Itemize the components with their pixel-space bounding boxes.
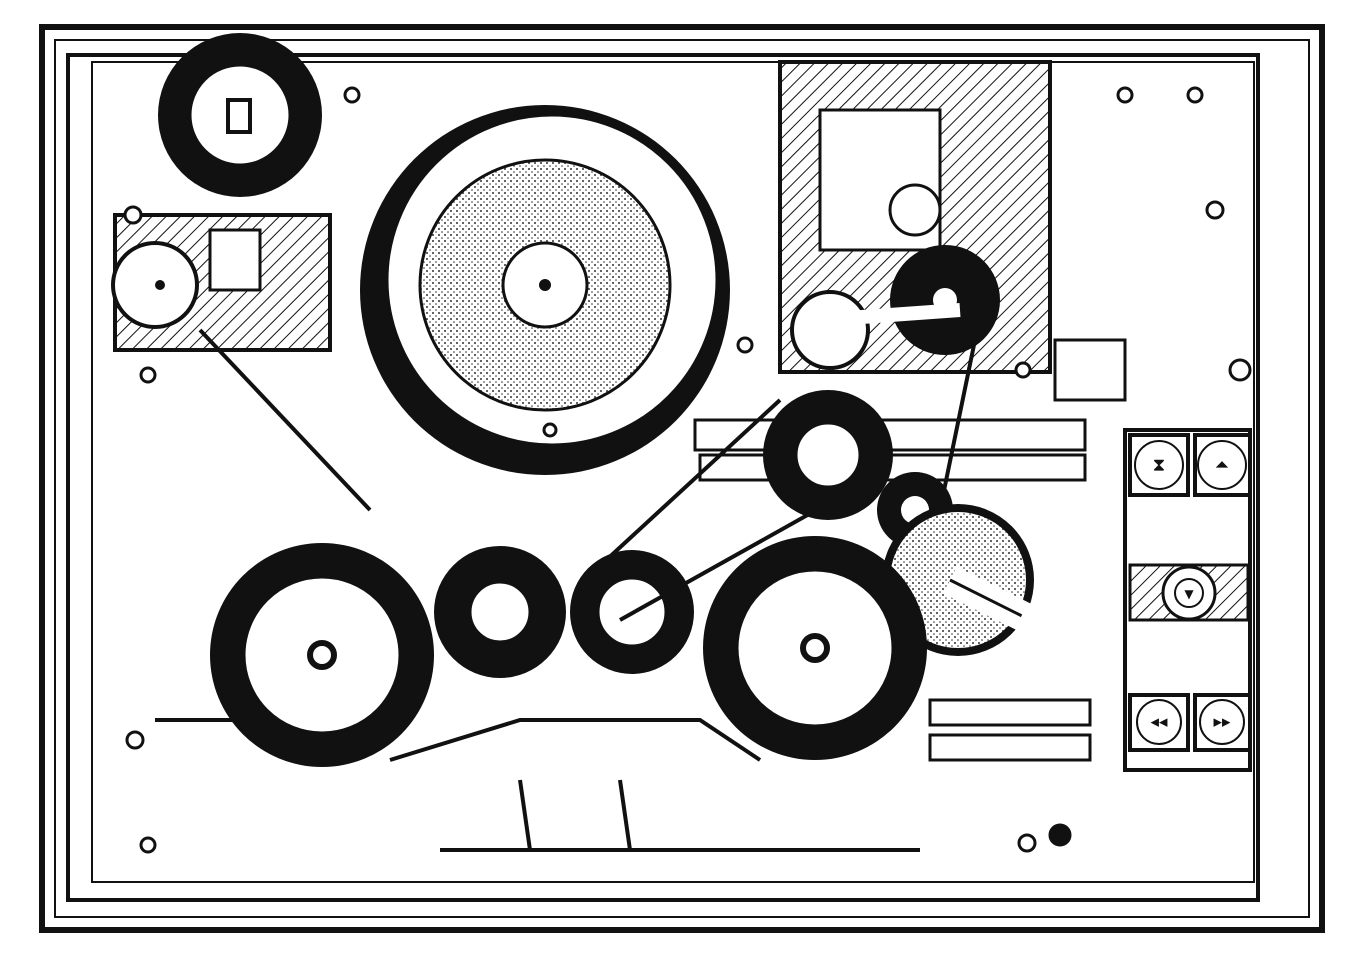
fast-forward-icon: ▶▶ xyxy=(1214,716,1231,729)
record-button[interactable]: ⧗ xyxy=(1128,433,1190,497)
small-reel-left xyxy=(434,546,566,678)
eject-up-icon: ⏶ xyxy=(1215,455,1229,476)
takeup-reel xyxy=(703,536,927,760)
supply-reel xyxy=(210,543,434,767)
stop-button[interactable]: ⏶ xyxy=(1193,433,1252,497)
fast-forward-button[interactable]: ▶▶ xyxy=(1193,693,1252,752)
play-icon: ▼ xyxy=(1184,587,1194,601)
drive-belts xyxy=(155,328,977,852)
screws xyxy=(123,86,1252,854)
counter-wheel xyxy=(158,33,322,197)
chassis-frame xyxy=(39,24,1325,933)
play-button[interactable]: ▼ xyxy=(1161,565,1217,621)
flywheel-motor xyxy=(360,105,730,475)
rewind-button[interactable]: ◀◀ xyxy=(1128,693,1190,752)
rewind-icon: ◀◀ xyxy=(1151,716,1168,729)
record-down-icon: ⧗ xyxy=(1153,455,1166,476)
motor-bracket xyxy=(111,213,332,352)
